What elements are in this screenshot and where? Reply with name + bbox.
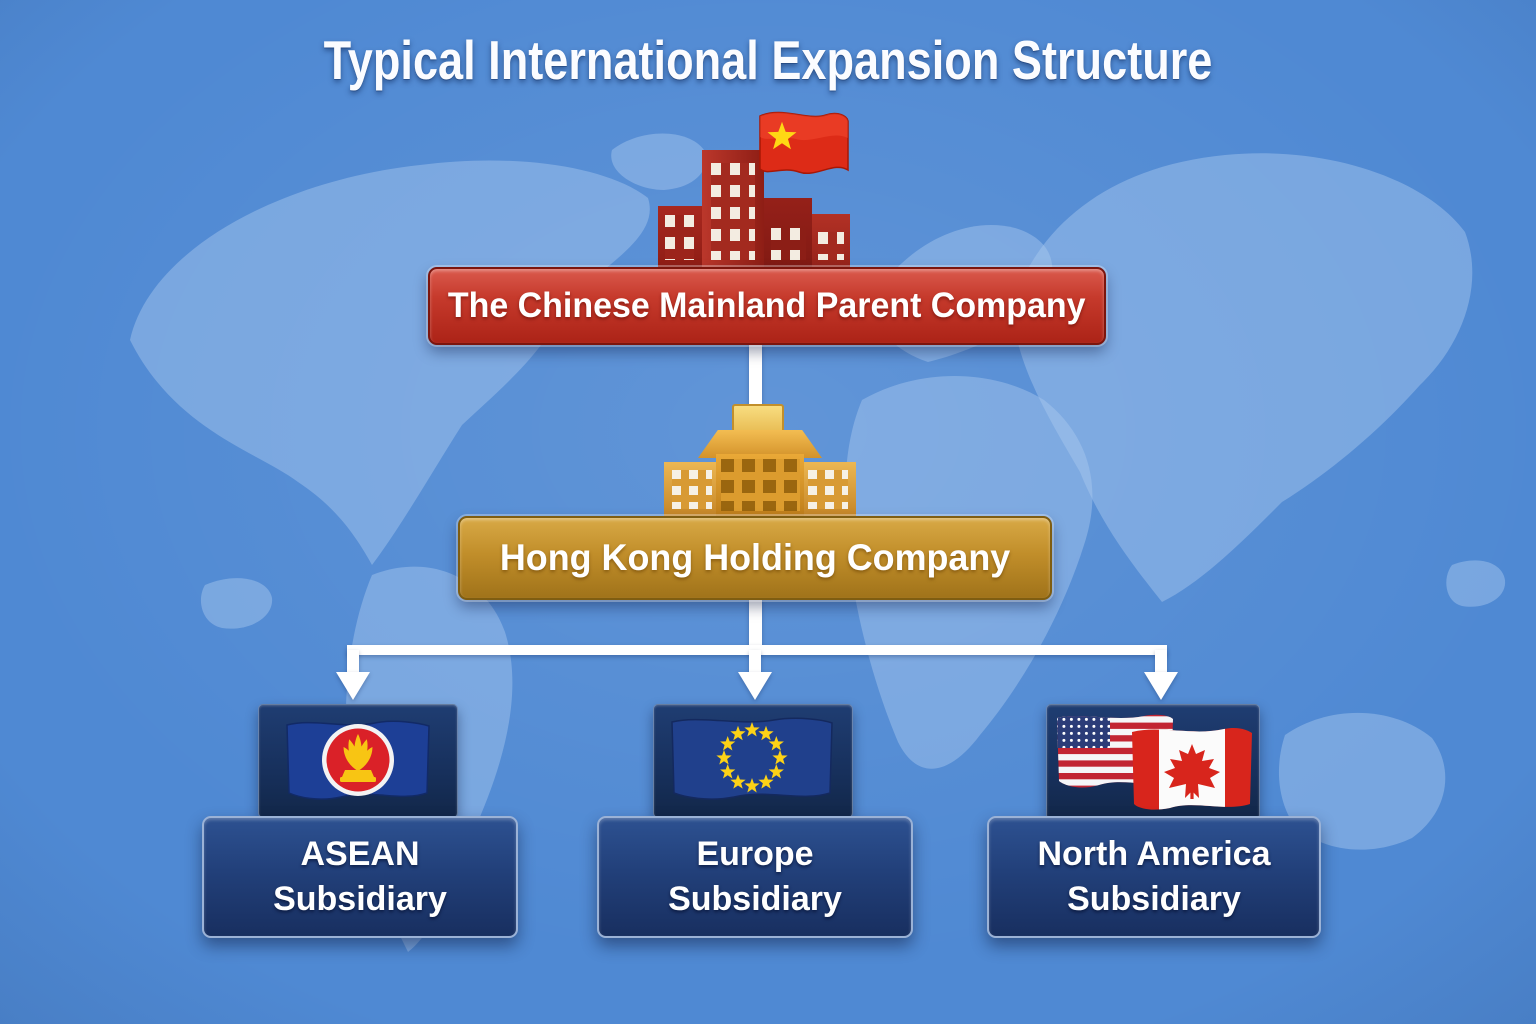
parent-building-tower-left <box>658 206 702 268</box>
windows <box>721 459 800 511</box>
connector-drop-europe <box>749 650 761 674</box>
north-america-subsidiary-label: North America Subsidiary <box>1037 832 1270 922</box>
parent-company-label: The Chinese Mainland Parent Company <box>448 286 1086 325</box>
canada-flag-icon <box>1132 727 1252 810</box>
parent-building-tower-right <box>812 214 850 268</box>
connector-drop-north-america <box>1155 650 1167 674</box>
windows <box>665 215 694 260</box>
parent-building-tower-mid <box>764 198 812 268</box>
asean-rice-stalks <box>340 734 376 782</box>
canada-flag-cloth <box>1132 727 1252 810</box>
arrowhead-asean <box>336 672 370 700</box>
holding-building-roof <box>698 430 822 458</box>
north-america-region-text: North America <box>1037 835 1271 874</box>
asean-flag-icon <box>286 720 430 800</box>
windows <box>771 228 806 260</box>
connector-holding-down <box>749 594 762 650</box>
north-america-subsidiary-node: North America Subsidiary <box>987 816 1321 938</box>
windows <box>818 232 844 260</box>
asean-subsidiary-label: ASEAN Subsidiary <box>273 832 447 922</box>
holding-building-wing-left <box>664 462 720 516</box>
diagram-title: Typical International Expansion Structur… <box>323 29 1213 91</box>
parent-building-tower-main <box>702 150 764 268</box>
holding-company-label: Hong Kong Holding Company <box>499 537 1011 578</box>
north-america-type-text: Subsidiary <box>1067 880 1241 918</box>
china-flag-icon <box>759 111 849 175</box>
holding-building-wing-right <box>800 462 856 516</box>
arrowhead-north-america <box>1144 672 1178 700</box>
maple-leaf <box>1164 744 1220 799</box>
asean-subsidiary-node: ASEAN Subsidiary <box>202 816 518 938</box>
asean-region-text: ASEAN <box>300 835 420 874</box>
eu-flag-icon <box>671 717 833 800</box>
eu-flag-cloth <box>671 717 833 800</box>
holding-building-tower <box>716 454 804 516</box>
connector-drop-asean <box>347 650 359 674</box>
windows <box>808 470 848 509</box>
arrowhead-europe <box>738 672 772 700</box>
europe-subsidiary-label: Europe Subsidiary <box>668 832 842 922</box>
europe-region-text: Europe <box>696 835 814 874</box>
asean-type-text: Subsidiary <box>273 880 447 918</box>
parent-company-node: The Chinese Mainland Parent Company <box>428 267 1106 345</box>
europe-type-text: Subsidiary <box>668 880 842 918</box>
windows <box>711 163 755 260</box>
europe-subsidiary-node: Europe Subsidiary <box>597 816 913 938</box>
holding-company-node: Hong Kong Holding Company <box>458 516 1052 600</box>
windows <box>672 470 712 509</box>
